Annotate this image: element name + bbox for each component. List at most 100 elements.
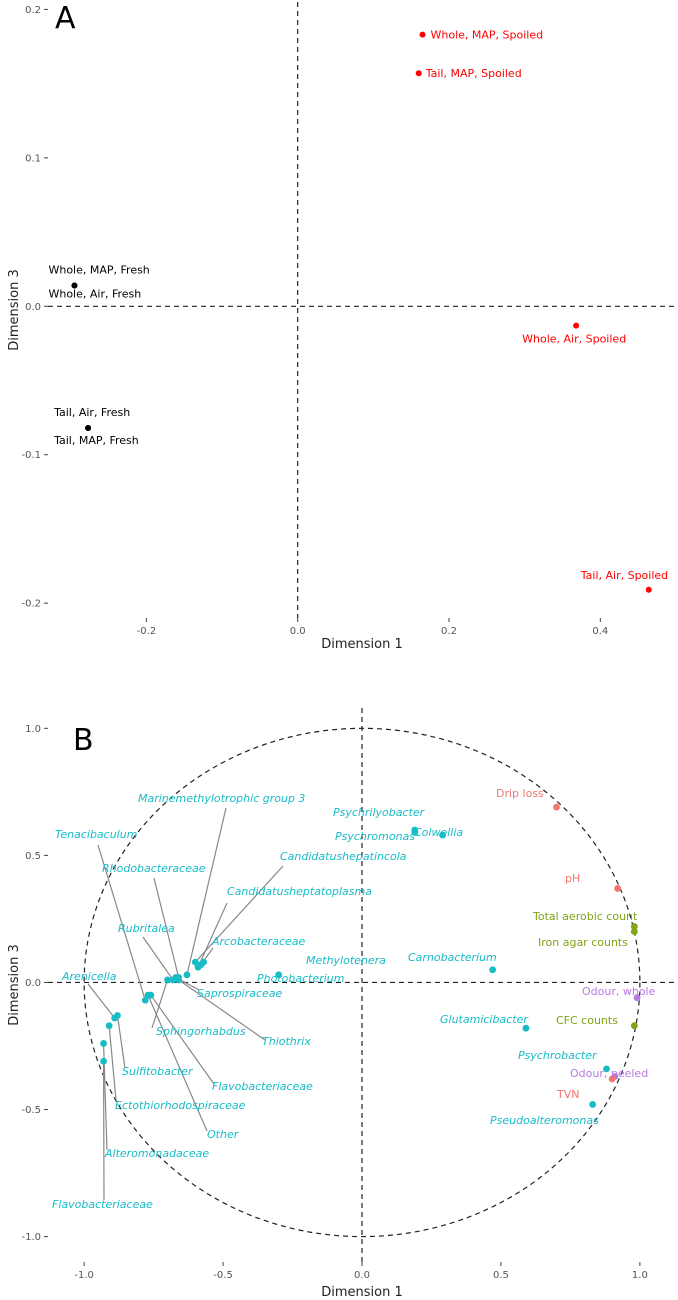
panel-b-point-label: Flavobacteriaceae: [52, 1198, 153, 1211]
panel-a-point-label: Tail, Air, Fresh: [53, 406, 130, 419]
panel-b-point-label: Odour, whole: [582, 985, 656, 998]
panel-letter-a: A: [55, 1, 76, 36]
panel-b-point: [439, 831, 446, 839]
panel-b-point: [614, 885, 622, 892]
panel-a-y-tick-label: -0.2: [21, 599, 41, 610]
panel-b-point-label: Rubritalea: [118, 922, 175, 935]
panel-b-x-axis-title: Dimension 1: [321, 1285, 403, 1300]
panel-b-point-label: Alteromonadaceae: [104, 1147, 209, 1160]
panel-b-leader-line: [153, 877, 180, 978]
panel-b-point: [489, 966, 497, 974]
panel-b-point-label: Pseudoalteromonas: [490, 1114, 599, 1127]
panel-a-y-tick-label: 0.0: [25, 302, 41, 313]
panel-b-point-label: Methylotenera: [306, 954, 386, 967]
panel-a-x-tick-label: -0.2: [137, 626, 157, 637]
panel-a-y-tick-label: -0.1: [21, 450, 41, 461]
panel-b-x-tick-label: -1.0: [74, 1270, 94, 1281]
panel-a-x-axis-title: Dimension 1: [321, 637, 403, 652]
panel-b-point: [603, 1065, 610, 1073]
panel-b-y-axis-title: Dimension 3: [7, 944, 22, 1026]
panel-b-point-label: TVN: [556, 1088, 579, 1101]
panel-b-point-label: Psychrobacter: [518, 1049, 598, 1062]
panel-b-point-label: Sulfitobacter: [122, 1065, 194, 1078]
panel-b-point: [589, 1101, 597, 1108]
panel-b-point: [411, 829, 419, 836]
panel-b-y-tick-label: 0.0: [25, 978, 41, 989]
panel-b-point-label: Ectothiorhodospiraceae: [115, 1099, 246, 1112]
panel-b-point-label: Photobacterium: [257, 972, 345, 985]
panel-a-point-label: Whole, MAP, Fresh: [48, 264, 149, 277]
panel-b-leader-line: [194, 865, 284, 963]
panel-b-leader-line: [150, 994, 215, 1085]
panel-b-point-label: Candidatushepatincola: [280, 850, 407, 863]
panel-b-leader-line: [197, 902, 228, 968]
panel-b-point-label: Flavobacteriaceae: [212, 1080, 313, 1093]
panel-b-point: [114, 1012, 121, 1019]
panel-b-leader-line: [116, 1015, 126, 1069]
panel-a-point-label: Tail, MAP, Spoiled: [425, 67, 522, 80]
panel-a-point-label: Tail, MAP, Fresh: [53, 434, 139, 447]
panel-b-point: [100, 1040, 107, 1047]
panel-b-point: [164, 976, 171, 984]
panel-b-point: [522, 1024, 530, 1032]
panel-b-point-label: Iron agar counts: [538, 936, 628, 949]
panel-a-y-axis-title: Dimension 3: [7, 269, 22, 351]
panel-b-point: [608, 1075, 616, 1083]
panel-a-x-tick-label: 0.0: [290, 626, 306, 637]
panel-b-point: [630, 1022, 638, 1030]
panel-b-point-label: Candidatusheptatoplasma: [227, 885, 372, 898]
panel-b-point-label: Psychromonas: [335, 830, 415, 843]
panel-a-point: [71, 282, 78, 289]
panel-b-y-tick-label: 0.5: [25, 851, 41, 862]
panel-a-point-label: Whole, MAP, Spoiled: [431, 29, 544, 42]
panel-a-point-label: Tail, Air, Spoiled: [580, 569, 668, 582]
panel-a-point-label: Whole, Air, Fresh: [48, 288, 141, 301]
panel-b-leader-line: [87, 983, 116, 1019]
panel-a-point: [573, 322, 580, 329]
panel-b-leader-line: [108, 1025, 117, 1101]
panel-b-y-tick-label: -1.0: [21, 1232, 41, 1243]
panel-b-point-label: Rhodobacteraceae: [102, 862, 206, 875]
panel-b-point-label: Total aerobic count: [532, 910, 638, 923]
panel-b-y-tick-label: -0.5: [21, 1105, 41, 1116]
panel-b-point-label: CFC counts: [556, 1014, 618, 1027]
panel-b-point-label: Tenacibaculum: [55, 828, 137, 841]
panel-b-point: [141, 996, 149, 1004]
panel-b-point: [183, 971, 191, 979]
panel-b-point-label: Other: [207, 1128, 240, 1141]
panel-b-point: [633, 994, 641, 1002]
panel-b-leader-line: [178, 979, 266, 1041]
panel-a-x-tick-label: 0.4: [592, 626, 608, 637]
panel-b-x-tick-label: 0.0: [354, 1270, 370, 1281]
panel-b-point-label: Sphingorhabdus: [156, 1025, 246, 1038]
panel-a-point: [415, 70, 422, 77]
panel-b-point: [100, 1057, 107, 1065]
panel-a-y-tick-label: 0.2: [25, 5, 41, 16]
panel-b-point: [144, 991, 152, 999]
panel-a-point: [85, 425, 92, 432]
panel-b-x-tick-label: 0.5: [493, 1270, 509, 1281]
panel-b-point: [194, 963, 202, 971]
panel-b-point: [175, 976, 183, 984]
panel-b-y-tick-label: 1.0: [25, 724, 41, 735]
panel-b-point: [275, 971, 283, 979]
panel-b-point-label: Odour, peeled: [570, 1067, 648, 1080]
panel-b-point-label: Drip loss: [496, 787, 544, 800]
panel-a-point-label: Whole, Air, Spoiled: [522, 333, 626, 346]
panel-b-leader-line: [97, 844, 146, 1001]
panel-a-y-tick-label: 0.1: [25, 153, 41, 164]
panel-a-point: [645, 586, 652, 593]
panel-b-point-label: Saprospiraceae: [197, 987, 283, 1000]
panel-b-point: [191, 958, 199, 966]
panel-b-point-label: Marinemethylotrophic group 3: [138, 792, 305, 805]
panel-b-point: [553, 803, 560, 811]
panel-b-leader-line: [147, 994, 208, 1132]
panel-b-point-label: Glutamicibacter: [440, 1013, 529, 1026]
panel-b-x-tick-label: -0.5: [213, 1270, 233, 1281]
panel-b-leader-line: [151, 979, 169, 1029]
panel-b-point: [630, 923, 638, 930]
panel-b-point-label: pH: [565, 872, 580, 885]
